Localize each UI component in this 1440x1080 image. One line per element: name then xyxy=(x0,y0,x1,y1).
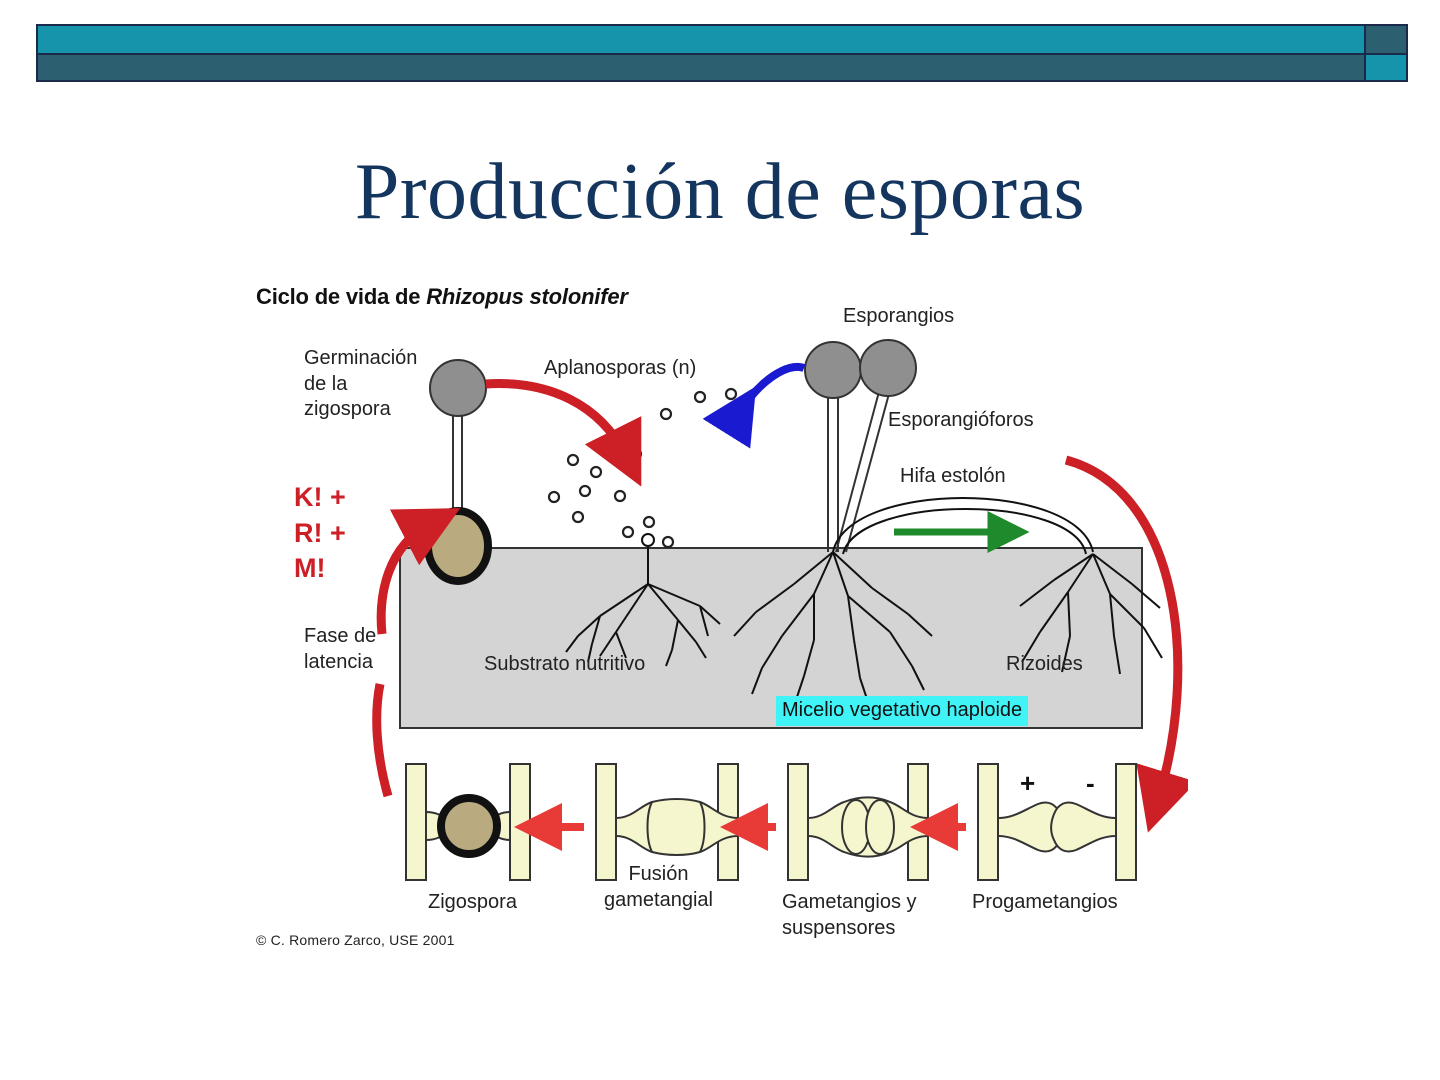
label-mating-minus: - xyxy=(1086,768,1095,798)
header-bar-bottom xyxy=(36,53,1408,82)
spore-formation-arrow xyxy=(702,362,806,449)
sexual-cycle-arrow xyxy=(1064,455,1188,833)
rhizoids-group xyxy=(565,533,1163,703)
label-aplanosporas: Aplanosporas (n) xyxy=(544,357,697,379)
label-esporangios: Esporangios xyxy=(843,305,955,327)
label-fusion-gametangial: Fusión gametangial xyxy=(604,863,713,911)
life-cycle-diagram: Ciclo de vida de Rhizopus stolonifer xyxy=(248,284,1188,974)
header-bar-top xyxy=(36,24,1408,55)
label-esporangioforos: Esporangióforos xyxy=(888,409,1034,431)
label-krm: K! + R! + M! xyxy=(294,482,346,584)
figure-credit: © C. Romero Zarco, USE 2001 xyxy=(256,932,455,948)
label-progametangios: Progametangios xyxy=(972,891,1118,913)
sporangium-right xyxy=(859,339,917,397)
label-micelio-haploide: Micelio vegetativo haploide xyxy=(776,696,1029,726)
substrate-block xyxy=(399,547,1143,729)
label-hifa-estolon: Hifa estolón xyxy=(900,465,1006,487)
label-zigospora: Zigospora xyxy=(428,891,517,913)
label-rizoides: Rizoides xyxy=(1006,653,1083,675)
sporangia-group xyxy=(804,339,917,553)
spore-release-arrow xyxy=(485,379,642,487)
gametangia-row xyxy=(405,763,1137,881)
zigospore-germinating xyxy=(424,507,492,585)
header-cap-top xyxy=(1364,24,1408,55)
stage-gametangia xyxy=(787,763,929,881)
zigospora-mature xyxy=(437,794,501,858)
label-substrato: Substrato nutritivo xyxy=(484,653,646,675)
label-mating-plus: + xyxy=(1020,768,1036,798)
figure-title-prefix: Ciclo de vida de xyxy=(256,284,427,309)
latency-arrow-upper xyxy=(376,508,461,635)
label-germinacion: Germinación de la zigospora xyxy=(304,347,418,421)
figure-title-species: Rhizopus stolonifer xyxy=(426,284,628,309)
stage-zigospora xyxy=(405,763,531,881)
stolon-hypha xyxy=(832,497,1094,555)
aplanospores-scatter xyxy=(547,387,738,549)
page-title: Producción de esporas xyxy=(354,148,1086,236)
label-gametangios: Gametangios y suspensores xyxy=(782,891,917,939)
figure-title: Ciclo de vida de Rhizopus stolonifer xyxy=(256,284,628,310)
stage-progametangia xyxy=(977,763,1137,881)
header-cap-bottom xyxy=(1364,53,1408,82)
latency-arrow-lower xyxy=(372,683,393,798)
slide-header-decoration xyxy=(36,24,1408,82)
germinating-zigospore-group xyxy=(424,359,492,585)
sporangium-left xyxy=(804,341,862,399)
germinating-sporangium xyxy=(429,359,487,417)
label-fase-latencia: Fase de latencia xyxy=(304,625,377,673)
diagram-canvas xyxy=(372,339,1188,881)
